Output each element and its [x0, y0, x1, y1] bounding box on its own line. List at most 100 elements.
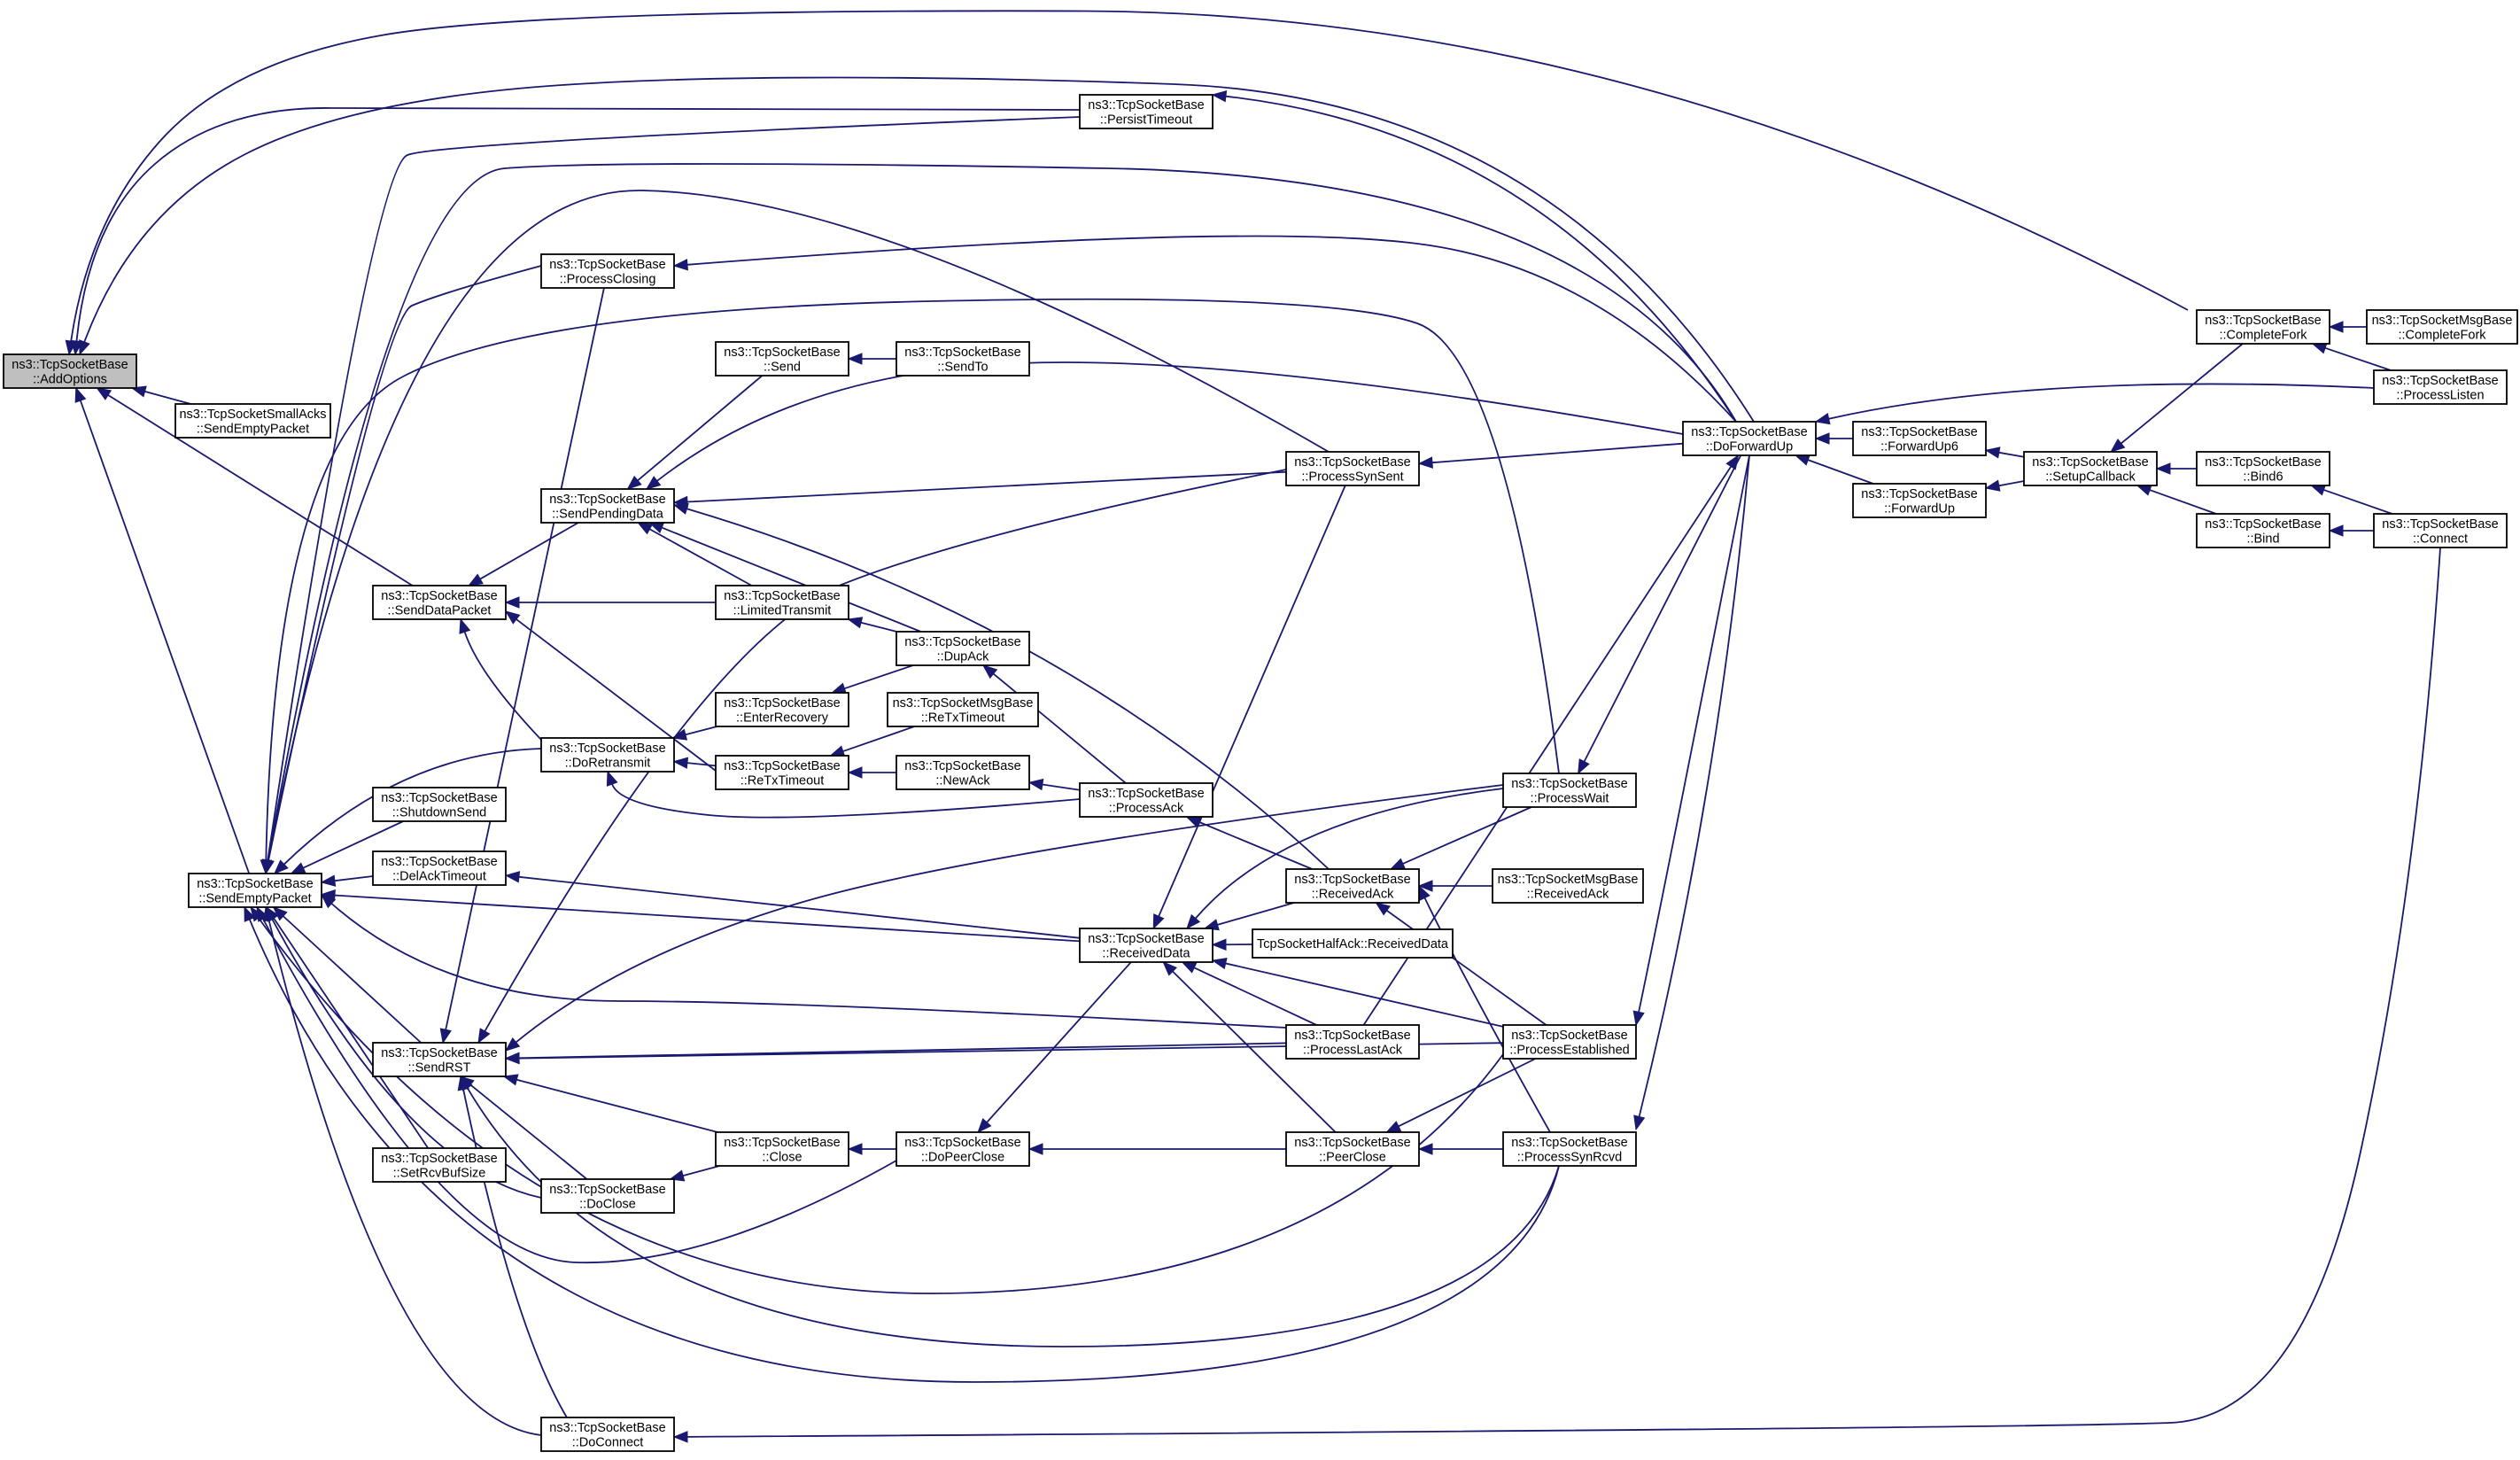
node-box[interactable] — [715, 755, 849, 790]
node-forwardup6[interactable]: ns3::TcpSocketBase::ForwardUp6 — [1852, 421, 1987, 456]
node-box[interactable] — [1285, 1024, 1420, 1060]
node-connect[interactable]: ns3::TcpSocketBase::Connect — [2373, 513, 2508, 548]
node-box[interactable] — [1852, 483, 1987, 518]
node-bind[interactable]: ns3::TcpSocketBase::Bind — [2196, 513, 2330, 548]
arrowhead-icon — [1375, 902, 1391, 916]
arrowhead-icon — [2328, 321, 2344, 333]
node-box[interactable] — [1502, 1024, 1637, 1060]
node-box[interactable] — [1502, 1131, 1637, 1167]
node-sendempty[interactable]: ns3::TcpSocketBase::SendEmptyPacket — [188, 873, 322, 908]
node-box[interactable] — [1285, 868, 1420, 904]
node-box[interactable] — [540, 1178, 675, 1214]
node-established[interactable]: ns3::TcpSocketBase::ProcessEstablished — [1502, 1024, 1637, 1060]
node-synrcvd[interactable]: ns3::TcpSocketBase::ProcessSynRcvd — [1502, 1131, 1637, 1167]
node-box[interactable] — [1285, 451, 1420, 486]
node-box[interactable] — [2196, 513, 2330, 548]
edge-synsent-to-sendpending — [672, 470, 1287, 509]
node-newack[interactable]: ns3::TcpSocketBase::NewAck — [896, 755, 1030, 790]
node-bind6[interactable]: ns3::TcpSocketBase::Bind6 — [2196, 451, 2330, 486]
node-box[interactable] — [372, 585, 507, 620]
node-retxtimeout[interactable]: ns3::TcpSocketBase::ReTxTimeout — [715, 755, 849, 790]
node-doconnect[interactable]: ns3::TcpSocketBase::DoConnect — [540, 1417, 675, 1452]
node-msgcompletefork[interactable]: ns3::TcpSocketMsgBase::CompleteFork — [2366, 309, 2518, 345]
node-box[interactable] — [372, 787, 507, 822]
node-box[interactable] — [540, 253, 675, 289]
node-box[interactable] — [896, 1131, 1030, 1167]
node-box[interactable] — [896, 631, 1030, 666]
node-processlisten[interactable]: ns3::TcpSocketBase::ProcessListen — [2373, 369, 2508, 405]
node-halfack[interactable]: TcpSocketHalfAck::ReceivedData — [1252, 928, 1454, 959]
node-receiveddata[interactable]: ns3::TcpSocketBase::ReceivedData — [1079, 928, 1213, 963]
node-box[interactable] — [1502, 773, 1637, 808]
node-box[interactable] — [188, 873, 322, 908]
node-peerclose[interactable]: ns3::TcpSocketBase::PeerClose — [1285, 1131, 1420, 1167]
node-box[interactable] — [715, 585, 849, 620]
node-box[interactable] — [1252, 928, 1454, 959]
node-msgreceivedack[interactable]: ns3::TcpSocketMsgBase::ReceivedAck — [1492, 868, 1644, 904]
node-box[interactable] — [1079, 782, 1213, 818]
node-box[interactable] — [1079, 94, 1213, 129]
node-senddata[interactable]: ns3::TcpSocketBase::SendDataPacket — [372, 585, 507, 620]
node-close[interactable]: ns3::TcpSocketBase::Close — [715, 1131, 849, 1167]
node-box[interactable] — [3, 353, 137, 389]
node-label-line: ::ProcessSynSent — [1301, 470, 1403, 484]
node-box[interactable] — [715, 692, 849, 727]
node-shutdownsend[interactable]: ns3::TcpSocketBase::ShutdownSend — [372, 787, 507, 822]
node-receivedack[interactable]: ns3::TcpSocketBase::ReceivedAck — [1285, 868, 1420, 904]
node-box[interactable] — [2023, 451, 2158, 486]
node-box[interactable] — [372, 850, 507, 886]
node-setrcvbuf[interactable]: ns3::TcpSocketBase::SetRcvBufSize — [372, 1147, 507, 1183]
node-lastack[interactable]: ns3::TcpSocketBase::ProcessLastAck — [1285, 1024, 1420, 1060]
node-box[interactable] — [715, 1131, 849, 1167]
node-box[interactable] — [540, 1417, 675, 1452]
node-box[interactable] — [2196, 309, 2330, 345]
node-box[interactable] — [1492, 868, 1644, 904]
node-doretransmit[interactable]: ns3::TcpSocketBase::DoRetransmit — [540, 737, 675, 773]
node-msgretx[interactable]: ns3::TcpSocketMsgBase::ReTxTimeout — [887, 692, 1039, 727]
node-sendto[interactable]: ns3::TcpSocketBase::SendTo — [896, 341, 1030, 377]
edge-line — [516, 1078, 718, 1133]
edge-line — [1158, 485, 1346, 917]
edge-line — [1583, 454, 1742, 763]
node-box[interactable] — [174, 403, 331, 439]
node-box[interactable] — [887, 692, 1039, 727]
node-box[interactable] — [1682, 421, 1817, 456]
node-limited[interactable]: ns3::TcpSocketBase::LimitedTransmit — [715, 585, 849, 620]
node-box[interactable] — [372, 1147, 507, 1183]
node-enterrecovery[interactable]: ns3::TcpSocketBase::EnterRecovery — [715, 692, 849, 727]
node-box[interactable] — [2196, 451, 2330, 486]
node-forwardup[interactable]: ns3::TcpSocketBase::ForwardUp — [1852, 483, 1987, 518]
node-smallacks[interactable]: ns3::TcpSocketSmallAcks::SendEmptyPacket — [174, 403, 331, 439]
node-completefork[interactable]: ns3::TcpSocketBase::CompleteFork — [2196, 309, 2330, 345]
node-box[interactable] — [1852, 421, 1987, 456]
node-box[interactable] — [2373, 369, 2508, 405]
node-processack[interactable]: ns3::TcpSocketBase::ProcessAck — [1079, 782, 1213, 818]
edge-line — [685, 726, 717, 736]
node-sendrst[interactable]: ns3::TcpSocketBase::SendRST — [372, 1042, 507, 1077]
node-doforwardup[interactable]: ns3::TcpSocketBase::DoForwardUp — [1682, 421, 1817, 456]
node-box[interactable] — [540, 737, 675, 773]
node-processclosing[interactable]: ns3::TcpSocketBase::ProcessClosing — [540, 253, 675, 289]
node-sendpending[interactable]: ns3::TcpSocketBase::SendPendingData — [540, 488, 675, 524]
node-delack[interactable]: ns3::TcpSocketBase::DelAckTimeout — [372, 850, 507, 886]
node-doclose[interactable]: ns3::TcpSocketBase::DoClose — [540, 1178, 675, 1214]
arrowhead-icon — [637, 522, 654, 535]
node-send[interactable]: ns3::TcpSocketBase::Send — [715, 341, 849, 377]
node-synsent[interactable]: ns3::TcpSocketBase::ProcessSynSent — [1285, 451, 1420, 486]
node-persist[interactable]: ns3::TcpSocketBase::PersistTimeout — [1079, 94, 1213, 129]
node-box[interactable] — [372, 1042, 507, 1077]
node-box[interactable] — [896, 341, 1030, 377]
node-setupcallback[interactable]: ns3::TcpSocketBase::SetupCallback — [2023, 451, 2158, 486]
node-processwait[interactable]: ns3::TcpSocketBase::ProcessWait — [1502, 773, 1637, 808]
node-doppeerclose[interactable]: ns3::TcpSocketBase::DoPeerClose — [896, 1131, 1030, 1167]
node-box[interactable] — [1285, 1131, 1420, 1167]
node-box[interactable] — [896, 755, 1030, 790]
node-box[interactable] — [540, 488, 675, 524]
node-box[interactable] — [2373, 513, 2508, 548]
node-box[interactable] — [715, 341, 849, 377]
node-dupack[interactable]: ns3::TcpSocketBase::DupAck — [896, 631, 1030, 666]
node-addoptions[interactable]: ns3::TcpSocketBase::AddOptions — [3, 353, 137, 389]
node-box[interactable] — [1079, 928, 1213, 963]
node-box[interactable] — [2366, 309, 2518, 345]
edge-line — [2121, 343, 2244, 445]
